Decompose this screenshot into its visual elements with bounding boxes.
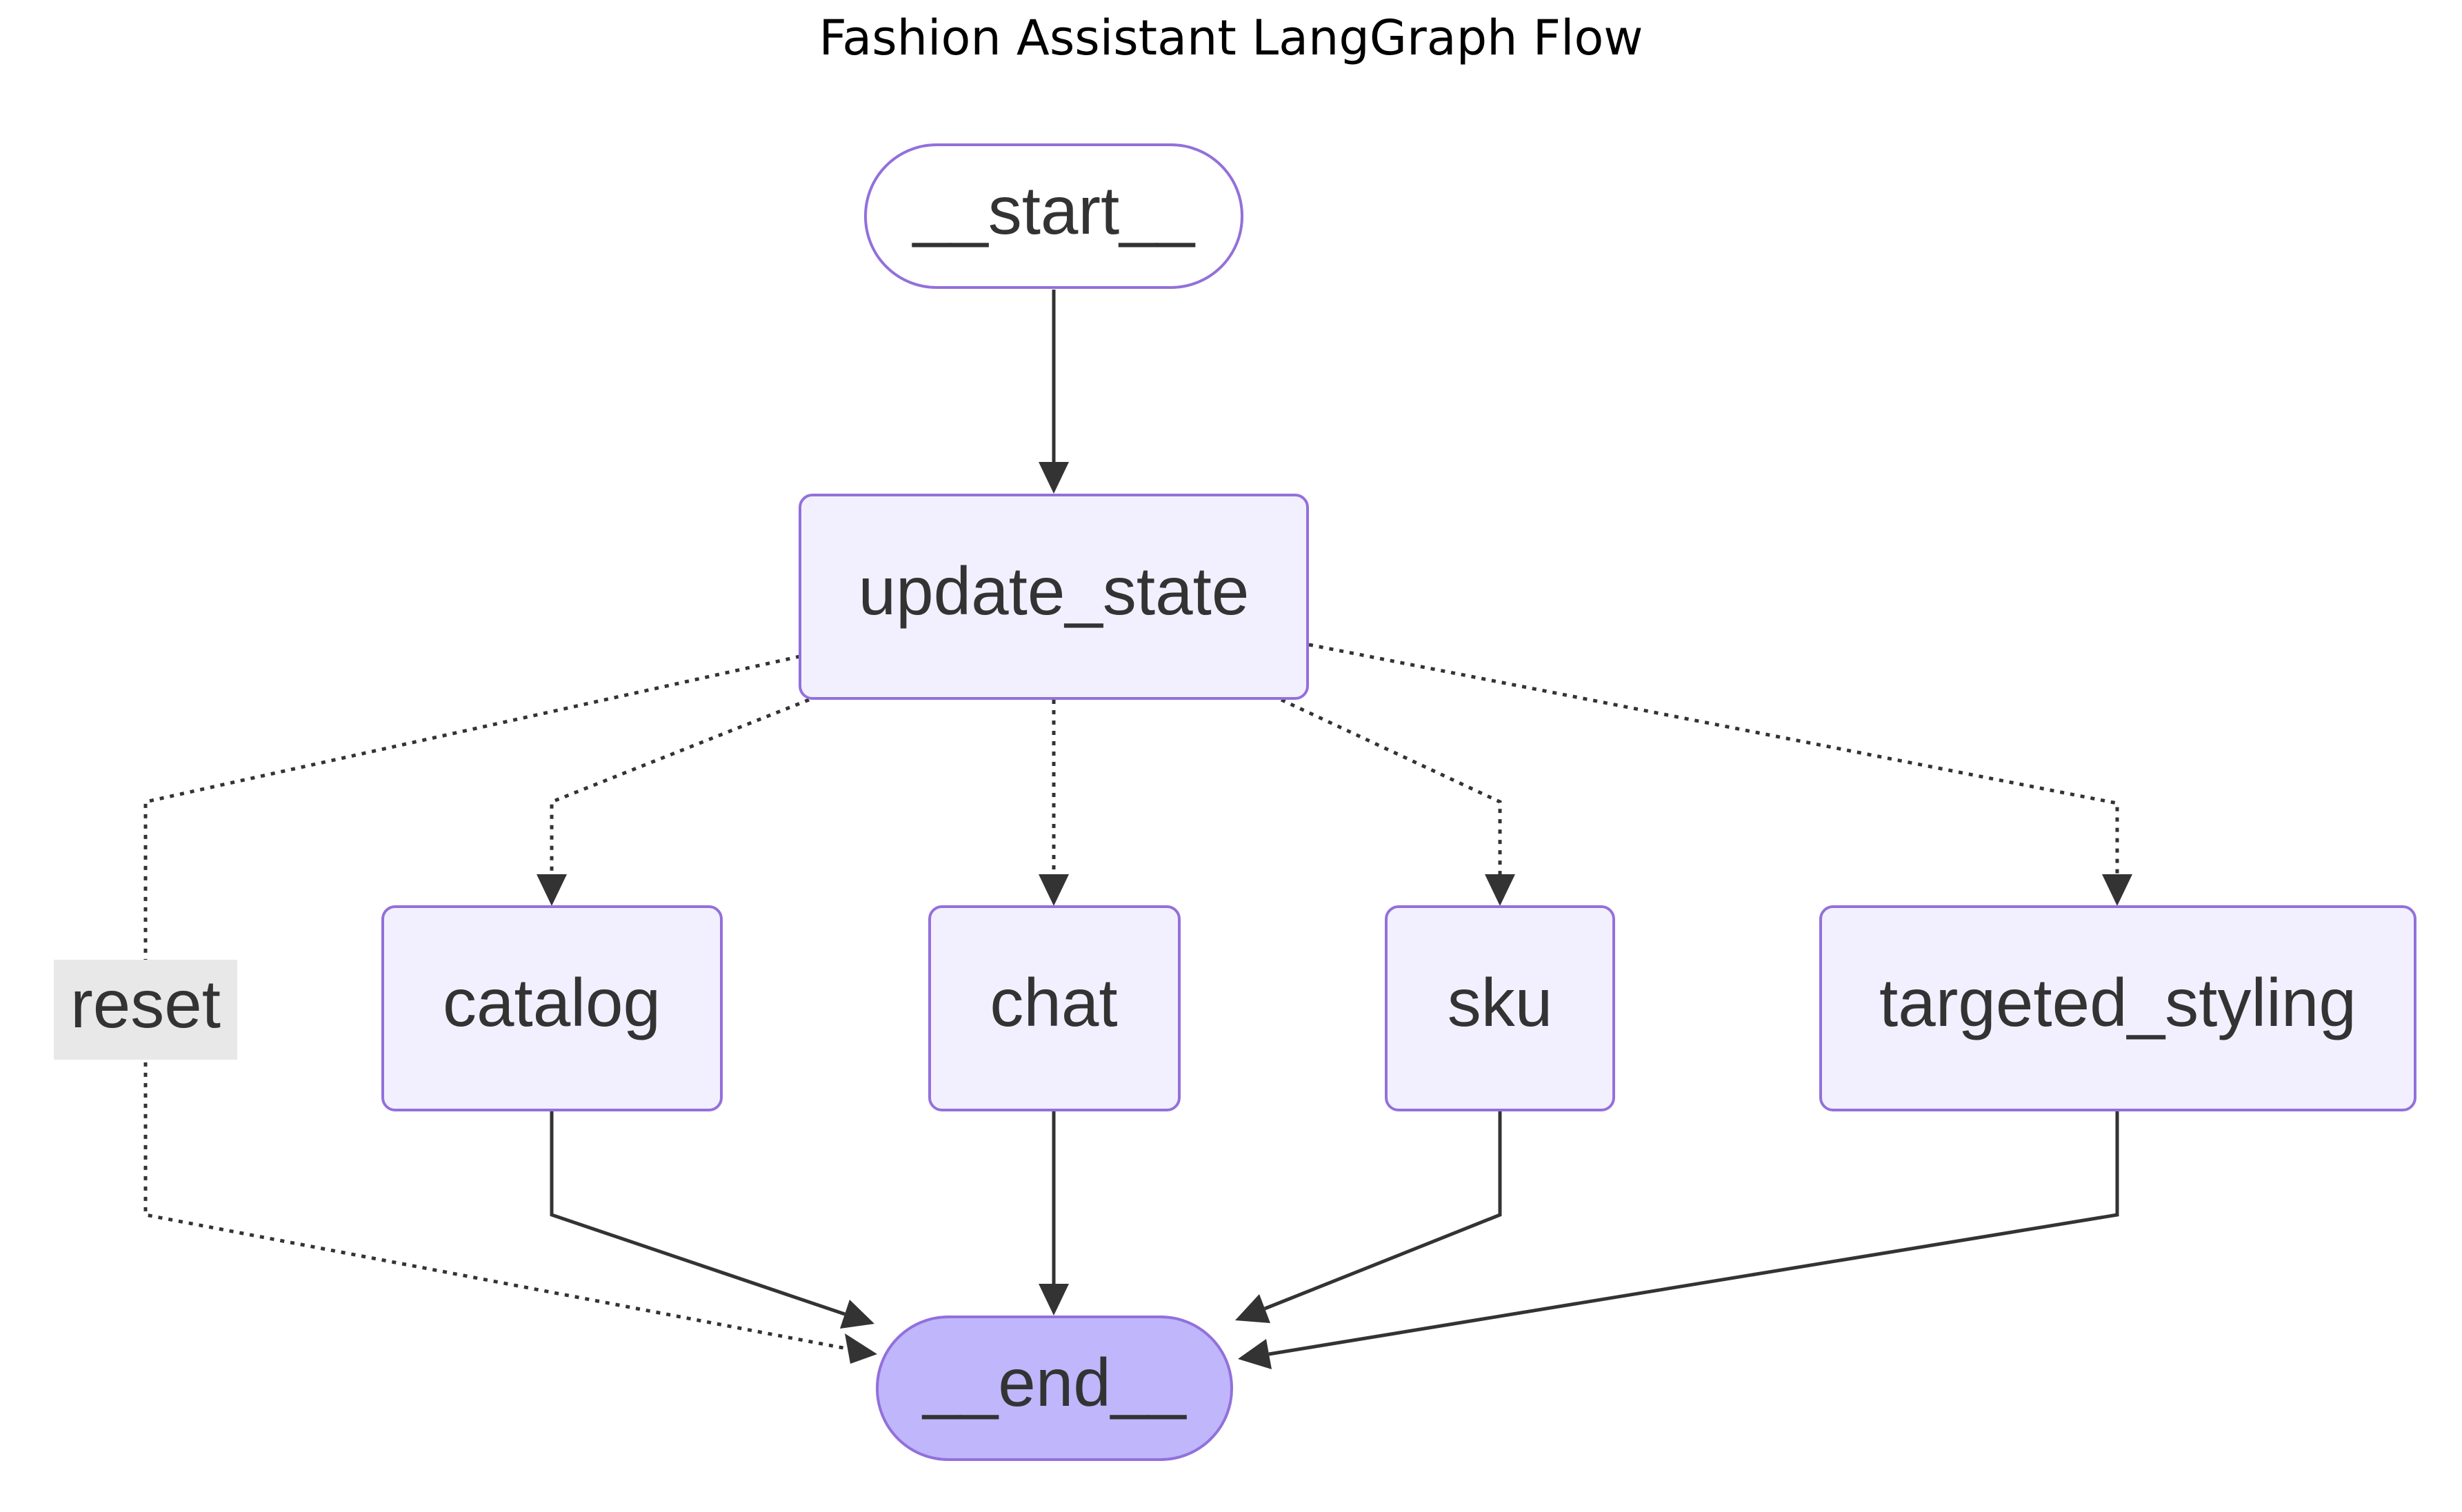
node-targeted-styling-label: targeted_styling — [1879, 965, 2356, 1040]
node-start-label: __start__ — [912, 172, 1196, 248]
arrowhead-catalog — [537, 874, 567, 906]
node-targeted-styling[interactable]: targeted_styling — [1819, 905, 2416, 1111]
edge-catalog-to-end — [550, 1111, 845, 1316]
node-start-shape — [864, 143, 1243, 289]
edges — [143, 290, 2132, 1369]
node-end-label: __end__ — [921, 1344, 1187, 1420]
node-sku-label: sku — [1448, 965, 1553, 1040]
edge-update-state-to-targeted-styling — [1308, 643, 2119, 874]
arrowhead-sku — [1485, 874, 1515, 906]
node-targeted-styling-shape — [1819, 905, 2416, 1111]
diagram-title: Fashion Assistant LangGraph Flow — [819, 10, 1643, 66]
node-update-state[interactable]: update_state — [799, 494, 1309, 700]
node-catalog-shape — [381, 905, 723, 1111]
edge-label-reset-text: reset — [70, 966, 221, 1042]
node-catalog[interactable]: catalog — [381, 905, 723, 1111]
edge-update-state-to-sku — [1280, 698, 1502, 874]
edge-label-reset: reset — [54, 960, 237, 1060]
node-update-state-label: update_state — [859, 553, 1250, 629]
node-end-shape — [876, 1316, 1233, 1461]
arrowhead-end-chat — [1039, 1284, 1069, 1316]
arrowhead-targeted-styling — [2102, 874, 2132, 906]
edge-update-state-to-end-reset — [143, 654, 848, 1351]
arrowhead-end-sku — [1235, 1294, 1270, 1323]
node-start[interactable]: __start__ — [864, 143, 1243, 289]
edge-targeted-styling-to-end — [1268, 1111, 2119, 1356]
node-chat-shape — [928, 905, 1181, 1111]
arrowhead-end-reset — [845, 1333, 877, 1364]
node-chat[interactable]: chat — [928, 905, 1181, 1111]
edge-update-state-to-catalog — [550, 698, 810, 874]
edge-sku-to-end — [1264, 1111, 1502, 1311]
arrowhead-update-state — [1039, 462, 1069, 494]
node-sku[interactable]: sku — [1385, 905, 1615, 1111]
arrowhead-end-catalog — [840, 1300, 874, 1329]
arrowhead-chat — [1039, 874, 1069, 906]
arrowhead-end-targeted-styling — [1238, 1339, 1272, 1369]
node-end[interactable]: __end__ — [876, 1316, 1233, 1461]
edge-label-reset-bg — [54, 960, 237, 1060]
node-sku-shape — [1385, 905, 1615, 1111]
node-catalog-label: catalog — [443, 965, 661, 1040]
node-update-state-shape — [799, 494, 1309, 700]
node-chat-label: chat — [990, 965, 1117, 1040]
